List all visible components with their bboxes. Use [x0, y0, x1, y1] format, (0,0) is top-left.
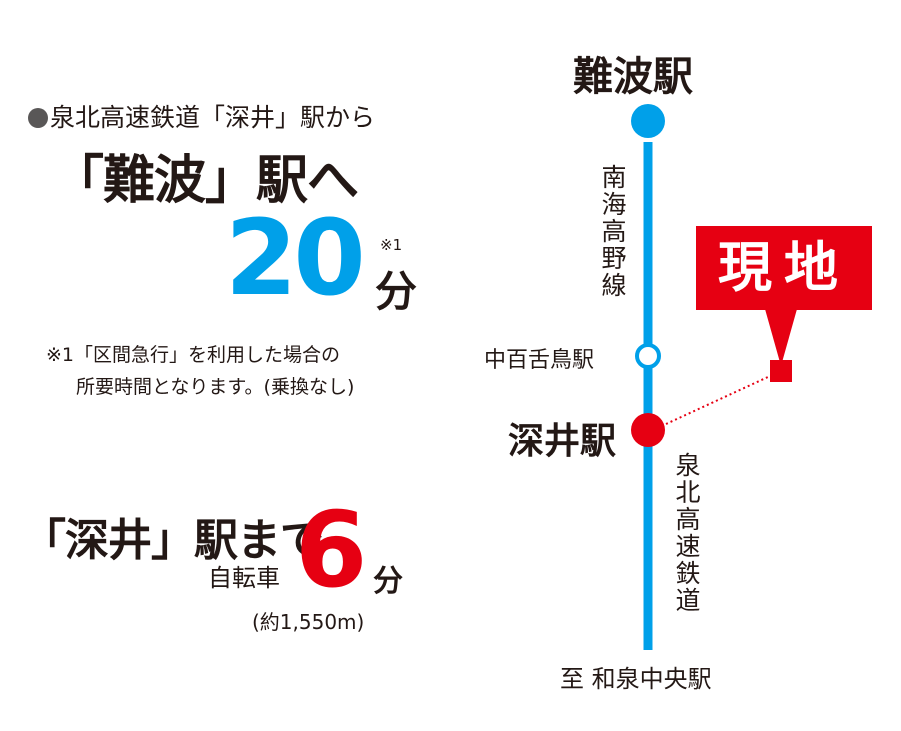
travel-time-value: 20 — [225, 197, 366, 319]
bike-destination-heading: 「深井」駅まで — [22, 515, 324, 566]
site-marker-icon — [770, 360, 792, 382]
line-label-nankai: 南海高野線 — [598, 164, 627, 299]
site-callout-pointer — [765, 309, 797, 366]
bullet-icon — [28, 108, 48, 128]
station-dot-namba — [631, 104, 665, 138]
lead-text: 泉北高速鉄道「深井」駅から — [28, 98, 375, 134]
site-label-box: 現地 — [696, 226, 872, 310]
note-marker: ※1 — [380, 236, 403, 254]
footnote-line-2: 所要時間となります。(乗換なし) — [76, 376, 355, 398]
destination-heading: 「難波」駅へ — [52, 151, 359, 211]
bike-distance: (約1,550m) — [252, 610, 365, 634]
terminus-label: 至 和泉中央駅 — [560, 665, 712, 693]
travel-time-unit: 分 — [375, 267, 418, 316]
footnote-line-1: ※1「区間急行」を利用した場合の — [46, 344, 341, 366]
bike-mode-label: 自転車 — [208, 564, 280, 592]
line-label-senboku: 泉北高速鉄道 — [672, 452, 701, 614]
site-connector-line — [665, 370, 782, 425]
bike-time-unit: 分 — [373, 564, 403, 599]
station-label-fukai: 深井駅 — [508, 421, 617, 462]
station-label-namba: 難波駅 — [573, 54, 693, 100]
lead-label: 泉北高速鉄道「深井」駅から — [50, 103, 376, 132]
station-label-mozu: 中百舌鳥駅 — [484, 348, 595, 373]
station-dot-mozu — [635, 343, 661, 369]
bike-time-value: 6 — [295, 489, 368, 611]
station-dot-fukai — [631, 413, 665, 447]
